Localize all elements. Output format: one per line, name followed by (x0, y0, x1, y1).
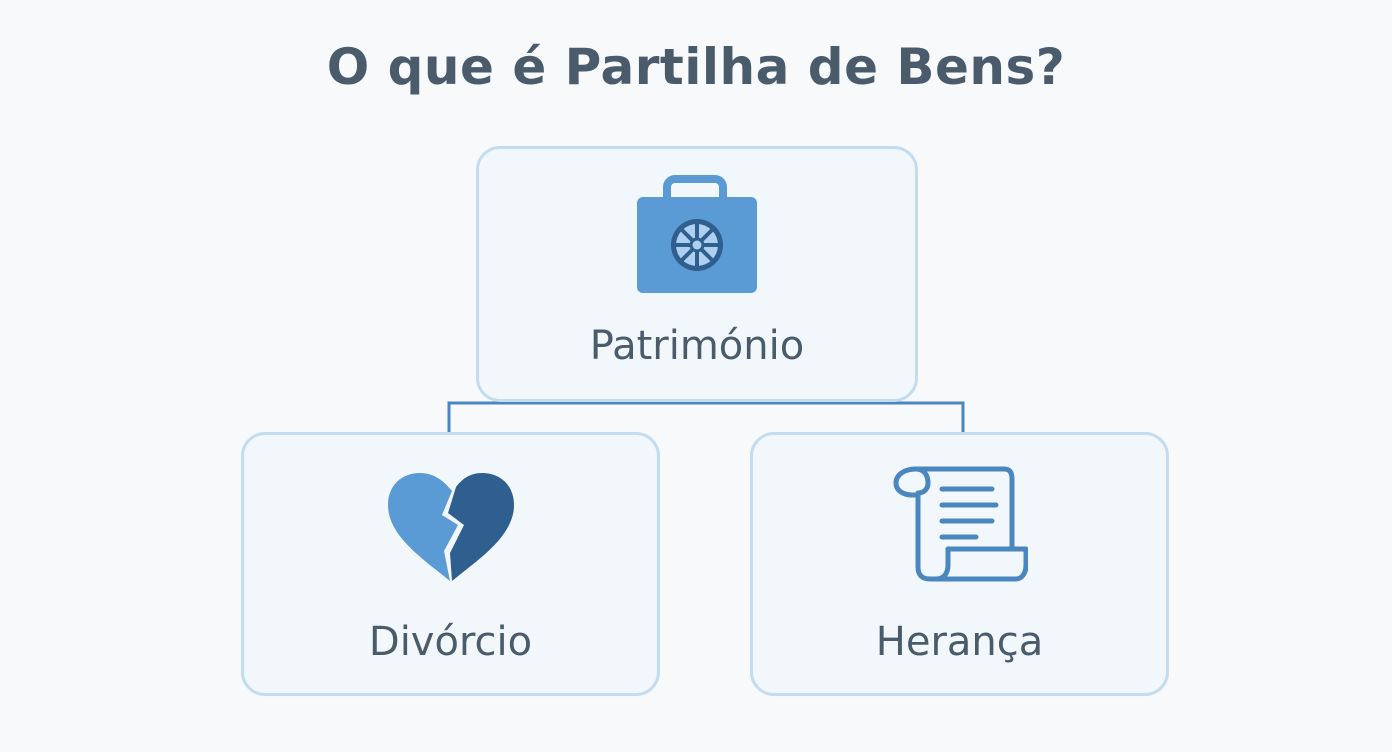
node-label-divorcio: Divórcio (368, 619, 533, 665)
briefcase-icon (637, 175, 757, 293)
node-label-heranca: Herança (875, 619, 1044, 665)
node-label-patrimonio: Património (589, 323, 805, 369)
broken-heart-icon (387, 473, 514, 581)
node-heranca: Herança (750, 432, 1169, 696)
node-patrimonio: Património (476, 146, 918, 402)
node-divorcio: Divórcio (241, 432, 660, 696)
diagram-title: O que é Partilha de Bens? (326, 38, 1066, 96)
scroll-icon (893, 466, 1028, 582)
